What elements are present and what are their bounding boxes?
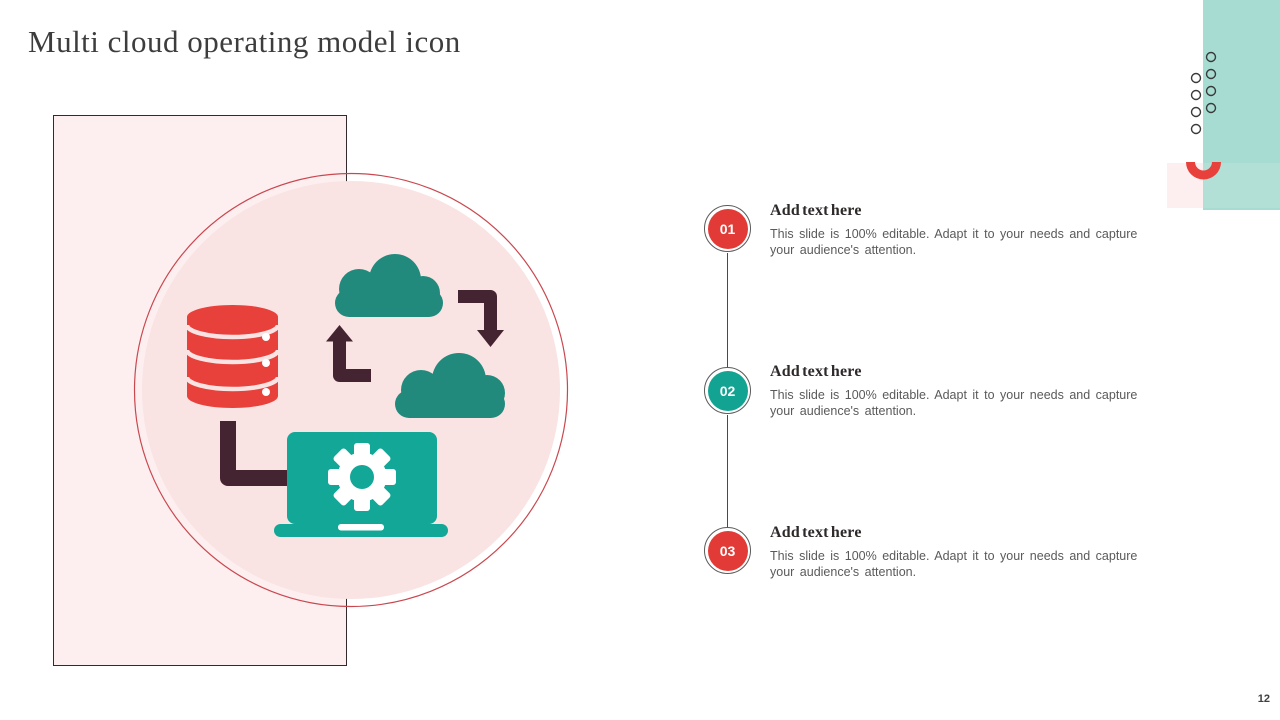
- illustration-ring: [133, 172, 569, 608]
- item-title[interactable]: Add text here: [770, 524, 862, 541]
- item-body-line: This slide is 100% editable. Adapt it to…: [770, 227, 1138, 241]
- timeline-item-1: Add text here This slide is 100% editabl…: [770, 202, 1148, 258]
- dot-grid-icon: [1190, 51, 1217, 135]
- item-title[interactable]: Add text here: [770, 363, 862, 380]
- item-title[interactable]: Add text here: [770, 202, 862, 219]
- step-number: 01: [707, 208, 748, 249]
- page-number: 12: [1257, 693, 1270, 705]
- item-body[interactable]: This slide is 100% editable. Adapt it to…: [770, 387, 1148, 419]
- illustration-circle: [142, 181, 560, 599]
- item-body-line: your audience's attention.: [770, 404, 917, 418]
- multi-cloud-illustration[interactable]: [133, 172, 569, 608]
- up-elbow-arrow-icon: [326, 325, 371, 382]
- timeline-item-3: Add text here This slide is 100% editabl…: [770, 524, 1148, 580]
- gear-icon: [328, 443, 396, 511]
- down-elbow-arrow-icon: [458, 290, 504, 347]
- timeline-item-2: Add text here This slide is 100% editabl…: [770, 363, 1148, 419]
- timeline-connector: [727, 415, 728, 528]
- item-body-line: your audience's attention.: [770, 565, 917, 579]
- item-body[interactable]: This slide is 100% editable. Adapt it to…: [770, 548, 1148, 580]
- cloud-icon-bottom: [395, 353, 505, 418]
- item-body-line: your audience's attention.: [770, 243, 917, 257]
- item-body-line: This slide is 100% editable. Adapt it to…: [770, 388, 1138, 402]
- step-number: 03: [707, 530, 748, 571]
- step-badge-01[interactable]: 01: [704, 205, 751, 252]
- item-body-line: This slide is 100% editable. Adapt it to…: [770, 549, 1138, 563]
- step-badge-02[interactable]: 02: [704, 367, 751, 414]
- step-badge-03[interactable]: 03: [704, 527, 751, 574]
- elbow-connector-icon: [220, 421, 290, 486]
- database-icon: [184, 305, 281, 408]
- step-number: 02: [707, 370, 748, 411]
- cloud-icon-top: [335, 254, 443, 317]
- laptop-gear-icon: [274, 432, 448, 537]
- half-ring-icon: [1186, 162, 1221, 180]
- item-body[interactable]: This slide is 100% editable. Adapt it to…: [770, 226, 1148, 258]
- timeline-connector: [727, 253, 728, 367]
- page-title[interactable]: Multi cloud operating model icon: [28, 24, 461, 59]
- mint-banner: [1167, 0, 1280, 210]
